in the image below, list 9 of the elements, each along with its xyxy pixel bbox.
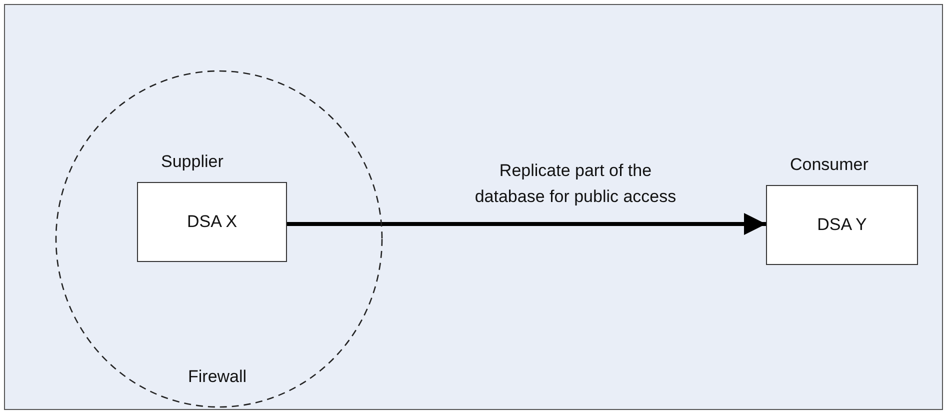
role-label: Supplier (161, 152, 224, 172)
box-label: DSA Y (817, 215, 867, 235)
box-label: DSA X (186, 212, 238, 232)
zone-label: Firewall (188, 367, 247, 387)
arrow (287, 213, 766, 235)
role-label: Consumer (790, 155, 868, 175)
process-box (766, 185, 918, 265)
process-box (137, 182, 287, 262)
firewall-circle (55, 70, 383, 408)
